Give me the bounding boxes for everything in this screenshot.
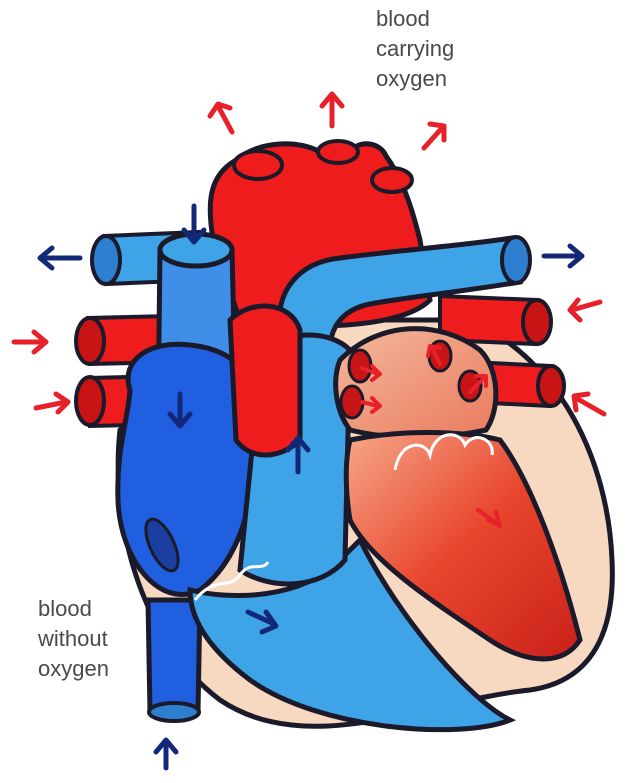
navy-arrow-icon [184,206,204,242]
red-arrow-icon [574,394,604,414]
oxygenated-label-line-2: carrying [376,34,454,64]
navy-arrow-icon [544,246,582,266]
aortic-root [230,306,300,455]
inferior-vena-cava [148,600,200,712]
aorta-branch-2 [318,141,358,163]
red-arrow-icon [424,124,444,148]
red-arrow-icon [322,94,342,126]
deoxygenated-blood-label: blood without oxygen [38,594,109,684]
red-arrow-icon [210,104,232,132]
aorta-branch-1 [234,151,282,179]
aorta-branch-3 [372,168,412,192]
oxygenated-blood-label: blood carrying oxygen [376,4,454,94]
deoxygenated-label-line-2: without [38,624,109,654]
oxygenated-label-line-1: blood [376,4,454,34]
deoxygenated-label-line-1: blood [38,594,109,624]
deoxygenated-label-line-3: oxygen [38,654,109,684]
oxygenated-label-line-3: oxygen [376,64,454,94]
red-arrow-icon [14,332,46,352]
navy-arrow-icon [156,740,176,768]
navy-arrow-icon [40,248,80,268]
red-arrow-icon [36,394,68,412]
red-arrow-icon [570,300,600,320]
